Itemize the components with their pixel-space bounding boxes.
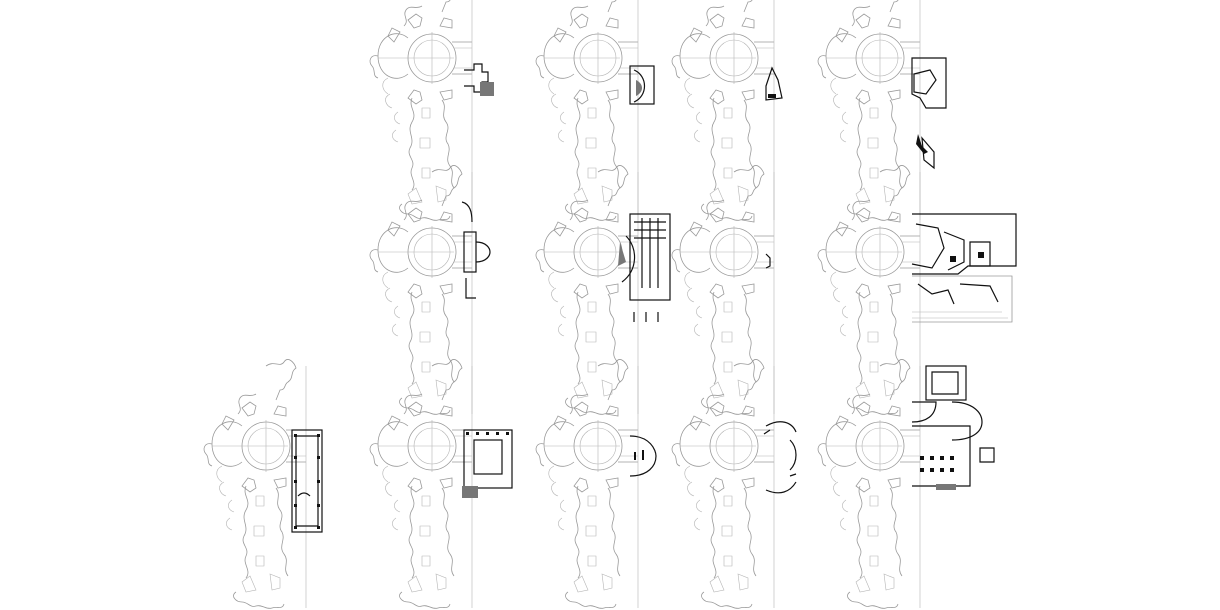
variant-r1c5 [817, 0, 947, 221]
addition-angled-wedge [765, 66, 783, 101]
addition-hemicycle-complex [911, 365, 995, 490]
variant-r3c5 [817, 359, 995, 609]
variant-r2c5 [817, 165, 1017, 415]
addition-courtyard-block [462, 429, 513, 498]
variant-r3c3 [535, 359, 657, 609]
variant-r3c2 [369, 359, 513, 609]
variant-r3c4 [671, 359, 797, 609]
addition-large-site-complex [911, 213, 1017, 323]
addition-minimal-fragment [765, 253, 771, 269]
variant-r3c1 [203, 359, 323, 609]
variant-r1c4 [671, 0, 783, 221]
addition-colonnaded-rectangle [291, 429, 323, 533]
addition-curved-hall [629, 65, 655, 105]
variant-r2c4 [671, 165, 775, 415]
addition-small-apse-annex [464, 63, 494, 96]
addition-ring-of-curved-walls [763, 421, 797, 494]
variant-r1c3 [535, 0, 655, 221]
addition-large-irregular-block [911, 57, 947, 170]
variant-r2c3 [535, 165, 671, 415]
variant-r1c2 [369, 0, 494, 221]
addition-circular-room [629, 435, 657, 477]
variant-r2c2 [369, 165, 491, 415]
addition-grid-hall-with-seating [618, 213, 671, 322]
addition-domed-chapel-arc [461, 201, 491, 299]
